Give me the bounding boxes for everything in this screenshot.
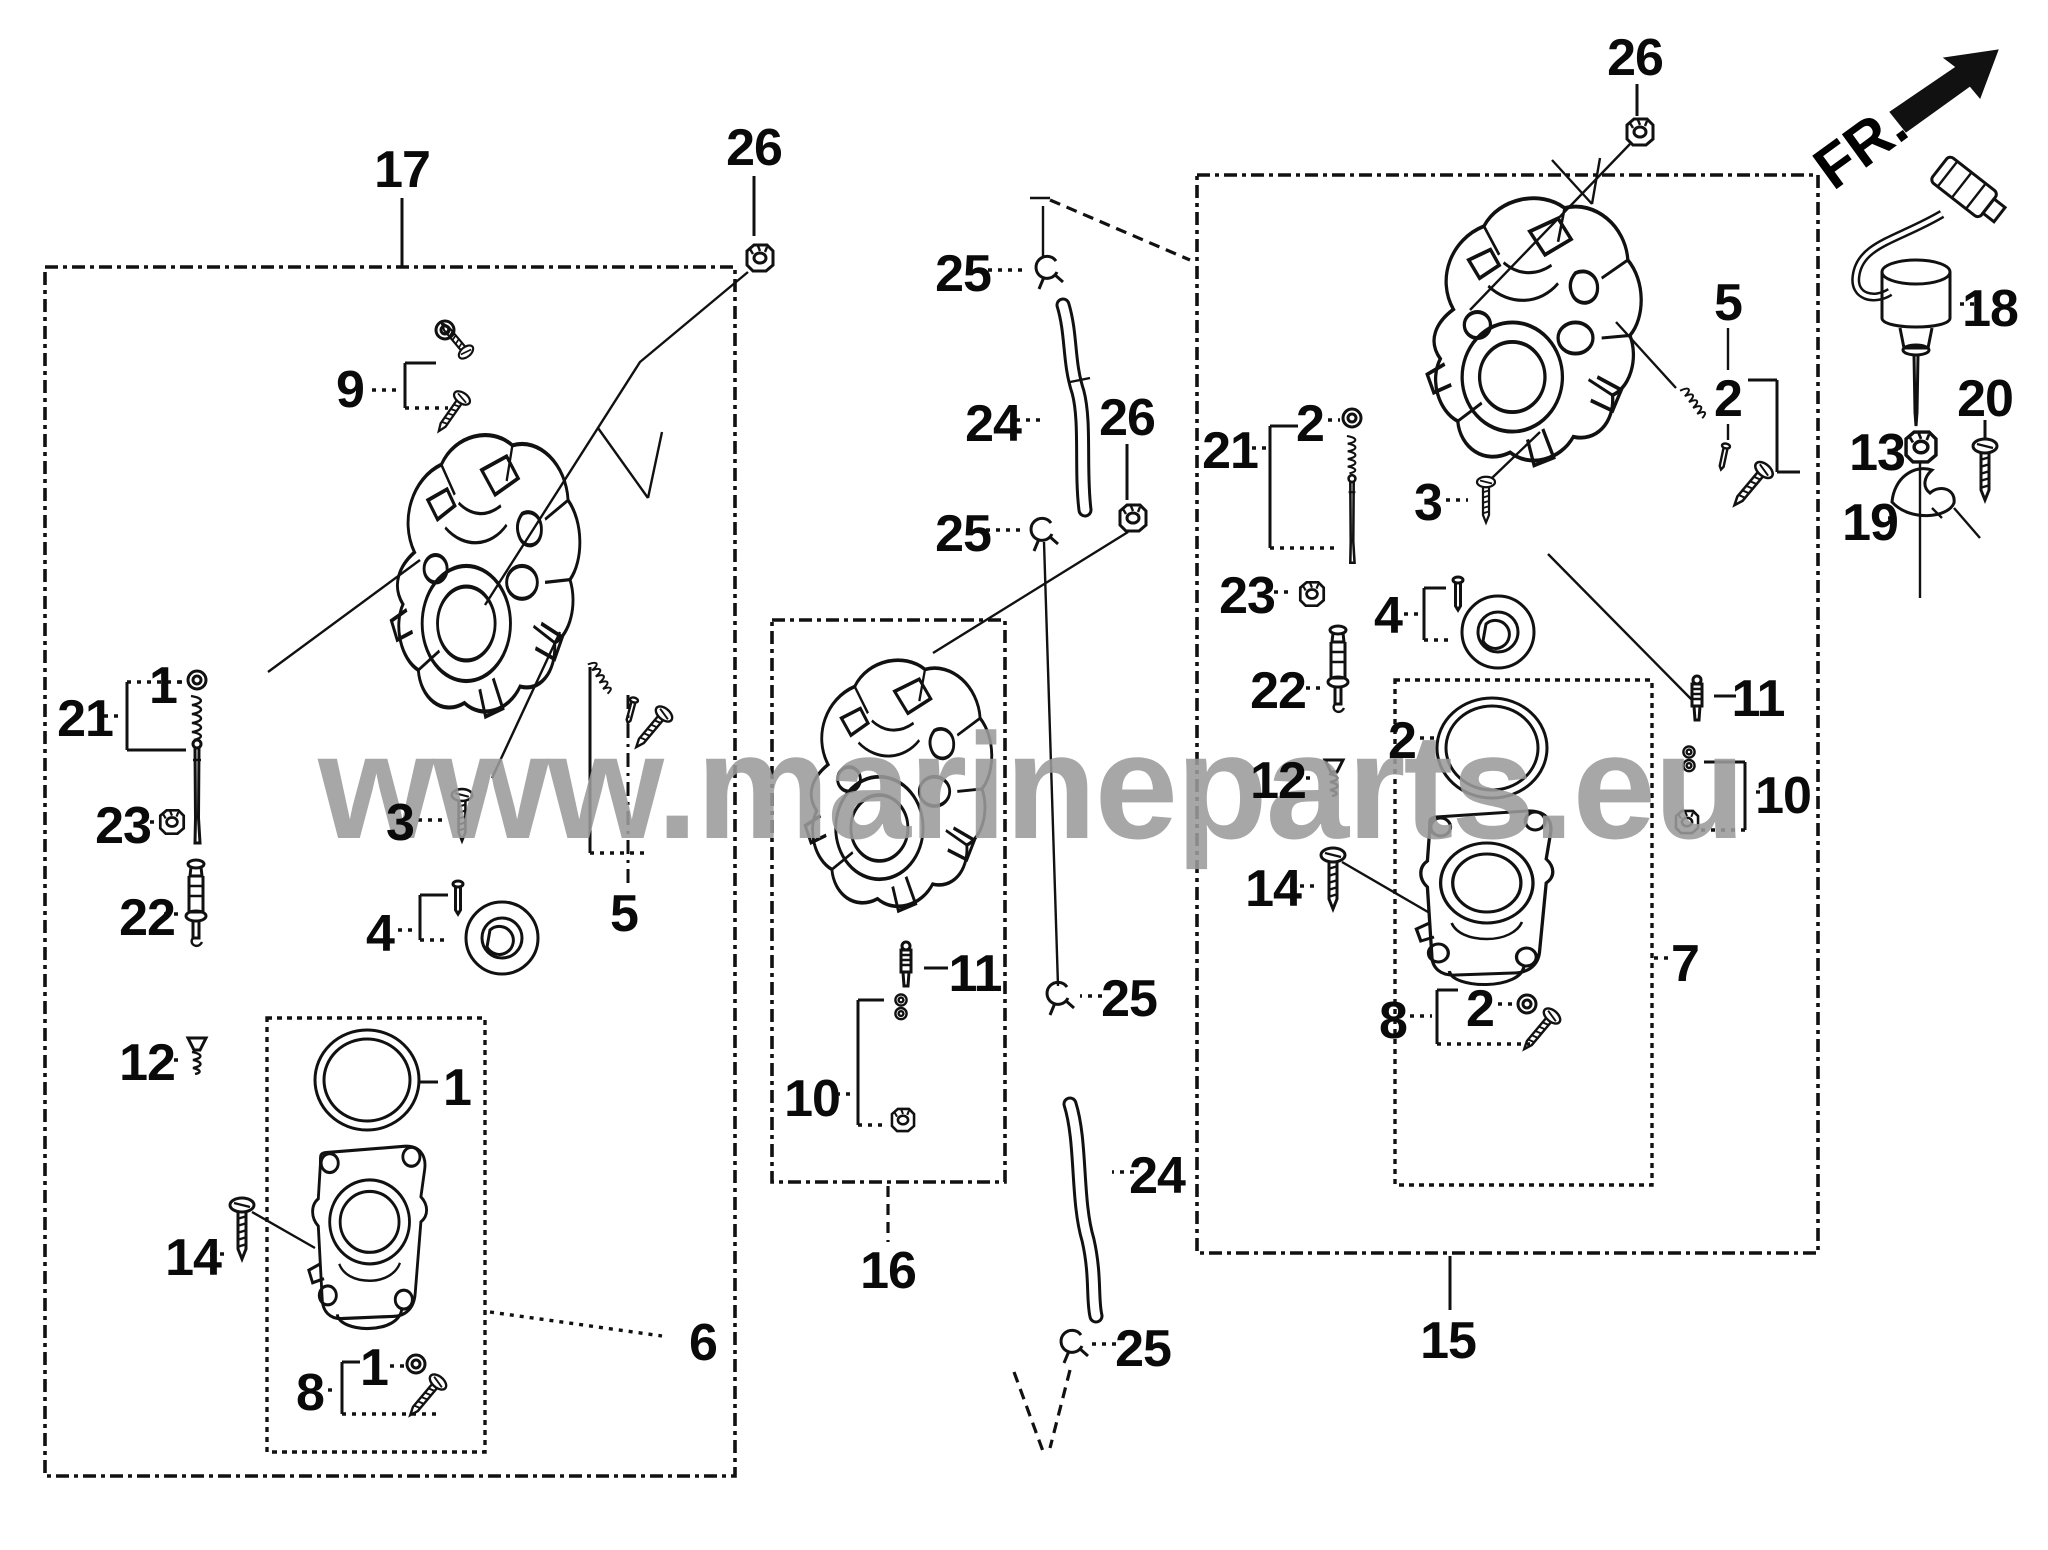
bracket-21-right: [1268, 424, 1298, 548]
dash-v-pointer: [1012, 1369, 1072, 1455]
line-19-20: [1953, 507, 1981, 539]
jet-11-mid: [899, 940, 913, 988]
bracket-10-mid: [856, 998, 884, 1125]
screw-14-left: [228, 1196, 256, 1261]
leader-6: [489, 1310, 663, 1338]
box-assembly-15: [1195, 173, 1820, 1255]
bracket-19-icon: [1890, 467, 1956, 518]
bracket-10-right: [1704, 760, 1747, 830]
valve-22-right: [1326, 624, 1350, 714]
watermark-text: www.marineparts.eu: [318, 702, 1746, 870]
bracket-9: [403, 361, 436, 408]
nut-26-mid: [1118, 503, 1148, 533]
hose-24-low-inner: [1065, 1099, 1101, 1321]
fr-arrow-icon: [1889, 49, 1999, 133]
nut-23-right: [1298, 580, 1326, 608]
carburetor-right: [1425, 196, 1644, 468]
line-26-right: [1469, 143, 1631, 311]
leaders-2-21-right: [1252, 418, 1340, 450]
line-11-right: [1547, 553, 1693, 701]
box-assembly-17: [43, 265, 737, 1478]
spring-5-right: [1679, 385, 1708, 421]
carburetor-left: [391, 435, 579, 717]
line-21-carb: [267, 559, 421, 673]
nut-13: [1904, 430, 1938, 464]
washer-1-left: [186, 669, 208, 691]
screw-9b: [430, 387, 474, 438]
washer-2-right: [1341, 407, 1363, 429]
dash-link-mid-right: [1049, 198, 1191, 262]
bracket-5-right: [1748, 378, 1800, 474]
clip-25-low2: [1059, 1328, 1090, 1365]
bracket-8-left-b: [342, 1364, 438, 1416]
pin-4-left: [451, 879, 465, 916]
ring-4-right: [1460, 594, 1536, 670]
pilot-12-left: [186, 1036, 208, 1076]
bracket-21: [125, 682, 186, 752]
bracket-4-right-b: [1404, 612, 1448, 642]
line-14-left: [251, 1210, 316, 1250]
pointer-26-left: [597, 427, 664, 499]
line-carb-5-right: [1615, 321, 1677, 389]
box-assembly-7: [1393, 678, 1654, 1187]
line-26-left: [483, 271, 749, 606]
nut-10-mid: [890, 1107, 916, 1133]
bracket-19-foot: [1931, 507, 1943, 519]
stack-10-mid: [894, 993, 908, 1021]
pin-5-right: [1715, 441, 1732, 472]
box-assembly-16: [770, 618, 1007, 1184]
screw-5-right: [1725, 457, 1777, 513]
bracket-8-right: [1435, 988, 1458, 1044]
bracket-4-left: [418, 893, 448, 940]
leaders-1-21: [104, 680, 188, 718]
needle-21-left: [191, 738, 203, 845]
spring-21-right: [1345, 434, 1357, 475]
bracket-4-right: [1422, 586, 1446, 640]
ring-4-left: [464, 900, 540, 976]
bracket-8-right-b: [1437, 1002, 1530, 1046]
nut-26-right: [1625, 117, 1655, 147]
screw-3-right: [1475, 475, 1497, 524]
clip-25-top: [1034, 254, 1065, 291]
pin-4-right: [1451, 575, 1465, 612]
clip-25-low1: [1045, 980, 1076, 1017]
washer-2-screwset: [1516, 993, 1538, 1015]
nut-26-left: [745, 243, 775, 273]
pointer-26-right: [1551, 157, 1602, 205]
spring-21-left: [189, 694, 203, 742]
line-hose-path: [1042, 541, 1060, 987]
chamber-left: [307, 1144, 429, 1331]
hose-24-top-inner: [1058, 300, 1090, 515]
needle-21-right: [1347, 473, 1357, 565]
line-26-mid: [932, 530, 1129, 655]
valve-22-left: [184, 858, 208, 948]
line-3-right: [1491, 431, 1541, 479]
line-3-carb: [490, 631, 562, 779]
sensor-18-group: [1851, 155, 2008, 427]
hose-24-top-joint: [1069, 376, 1091, 384]
line-14-right: [1341, 860, 1429, 914]
screw-20: [1971, 437, 1999, 502]
nut-23-left: [158, 808, 186, 836]
stub-25-top: [1030, 196, 1050, 256]
oring-1-left: [313, 1028, 421, 1132]
washer-8-left: [405, 1353, 427, 1375]
spring-5-left: [586, 659, 614, 696]
bracket-8-left: [340, 1360, 360, 1414]
box-assembly-6: [265, 1016, 487, 1454]
